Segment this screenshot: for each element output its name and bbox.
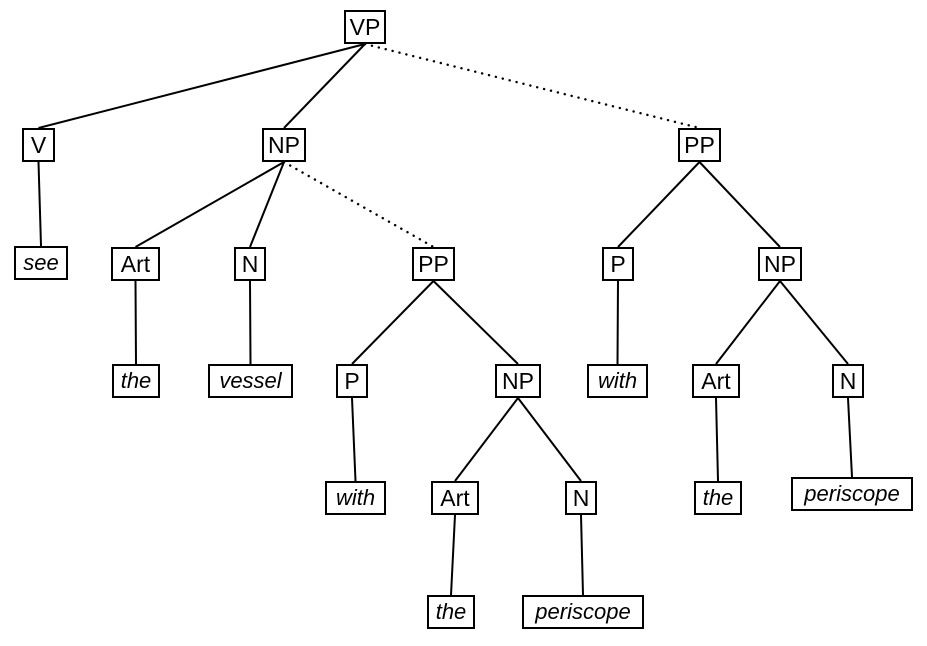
nonterminal-node-np-mid: NP <box>495 364 541 398</box>
tree-edge-np-mid-art-mid <box>454 397 519 482</box>
nonterminal-node-art-right: Art <box>692 364 740 398</box>
nonterminal-node-n-mid: N <box>565 481 597 515</box>
nonterminal-node-p-right: P <box>602 247 634 281</box>
tree-edge-n-right-periscope <box>847 397 853 478</box>
tree-edge-n-mid-periscope <box>580 514 584 596</box>
nonterminal-node-vp: VP <box>344 10 386 44</box>
tree-edge-vp-pp-right <box>363 42 701 130</box>
tree-edge-p-right-with <box>616 280 619 365</box>
tree-edge-pp-right-np-right <box>698 161 781 248</box>
nonterminal-node-art-mid: Art <box>431 481 479 515</box>
nonterminal-node-pp-right: PP <box>678 128 721 162</box>
nonterminal-node-np-right: NP <box>758 247 802 281</box>
terminal-node-vessel: vessel <box>208 364 293 398</box>
terminal-node-the1: the <box>112 364 160 398</box>
tree-edge-np1-n1 <box>249 161 285 248</box>
tree-edge-art-right-the <box>715 397 719 482</box>
tree-edge-vp-np1 <box>283 43 366 129</box>
tree-edge-np-mid-n-mid <box>517 397 582 482</box>
nonterminal-node-n-right: N <box>832 364 864 398</box>
tree-edge-art-mid-the <box>450 514 456 596</box>
tree-edge-pp-mid-p-mid <box>351 280 435 365</box>
terminal-node-the-mid: the <box>427 595 475 629</box>
tree-edge-np-right-art-right <box>715 280 781 365</box>
tree-edge-art1-the1 <box>134 280 137 365</box>
nonterminal-node-p-mid: P <box>336 364 368 398</box>
tree-edge-p-mid-with <box>351 397 357 482</box>
terminal-node-the-right: the <box>694 481 742 515</box>
terminal-node-see: see <box>14 246 68 280</box>
nonterminal-node-n1: N <box>234 247 266 281</box>
terminal-node-periscope-m: periscope <box>522 595 644 629</box>
tree-edge-pp-mid-np-mid <box>432 280 519 365</box>
nonterminal-node-pp-mid: PP <box>412 247 455 281</box>
nonterminal-node-art1: Art <box>111 247 160 281</box>
tree-edge-np1-pp-mid <box>282 160 435 249</box>
tree-edge-vp-v <box>38 43 366 129</box>
terminal-node-with-mid: with <box>325 481 386 515</box>
tree-edge-pp-right-p-right <box>617 161 701 248</box>
tree-edge-np1-art1 <box>135 161 285 248</box>
nonterminal-node-v: V <box>22 128 55 162</box>
terminal-node-periscope-r: periscope <box>791 477 913 511</box>
tree-edge-n1-vessel <box>249 280 252 365</box>
tree-edge-np-right-n-right <box>779 280 849 365</box>
terminal-node-with-right: with <box>587 364 648 398</box>
nonterminal-node-np1: NP <box>262 128 306 162</box>
tree-edge-v-see <box>37 161 42 247</box>
